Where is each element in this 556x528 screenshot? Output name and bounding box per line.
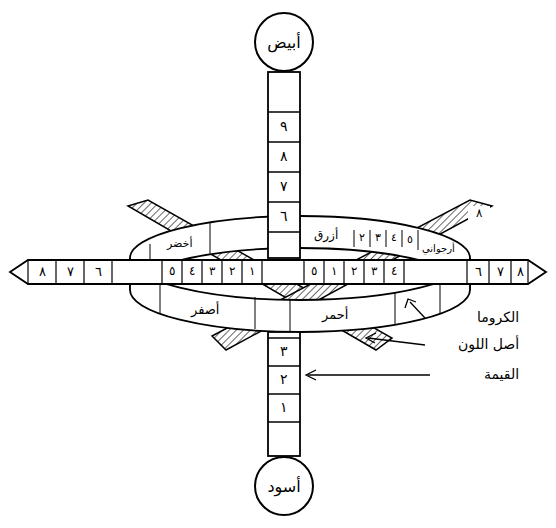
value-number: ٧ — [279, 179, 289, 194]
callout-label: أصل اللون — [457, 337, 520, 352]
circle-label: أسود — [267, 477, 300, 496]
chroma-number: ٤ — [188, 265, 196, 278]
chroma-number: ١ — [330, 265, 338, 278]
hue-number: ٣ — [374, 232, 382, 244]
chroma-number: ٨ — [38, 265, 47, 279]
chroma-number: ٨ — [475, 207, 483, 220]
value-number: ٨ — [279, 149, 289, 164]
value-number: ٦ — [279, 209, 289, 224]
chroma-number: ٦ — [474, 265, 483, 279]
chroma-number: ٦ — [94, 265, 103, 279]
callout-label: الكروما — [476, 310, 520, 325]
chroma-number: ٥ — [168, 265, 176, 278]
chroma-number: ٧ — [66, 265, 75, 279]
hue-number: ٢ — [358, 232, 366, 244]
chroma-number: ٤ — [390, 265, 398, 278]
chroma-number: ٢ — [350, 265, 358, 278]
chroma-number: ٥ — [310, 265, 318, 278]
hue-name: أخضر — [166, 238, 193, 250]
chroma-number: ٨ — [516, 265, 525, 279]
hue-name: أرجواني — [421, 243, 456, 254]
callout-label: القيمة — [483, 367, 520, 382]
circle-label: أبيض — [267, 33, 300, 52]
value-number: ٩ — [279, 119, 289, 134]
hue-name: أحمر — [321, 308, 349, 322]
hue-number: ٥ — [406, 234, 414, 246]
hue-number: ٤ — [390, 232, 398, 244]
chroma-number: ٣ — [370, 265, 378, 278]
hue-name: أصفر — [190, 303, 220, 317]
chroma-number: ٢ — [228, 265, 236, 278]
value-end-circle: أبيض — [254, 12, 314, 72]
chroma-number: ٣ — [208, 265, 216, 278]
value-number: ١ — [279, 400, 289, 415]
chroma-number: ٧ — [496, 265, 505, 279]
hue-name: أزرق — [313, 229, 339, 242]
chroma-number: ١ — [248, 265, 256, 278]
value-end-circle: أسود — [254, 456, 314, 516]
value-number: ٢ — [279, 372, 289, 387]
value-number: ٣ — [279, 344, 289, 359]
